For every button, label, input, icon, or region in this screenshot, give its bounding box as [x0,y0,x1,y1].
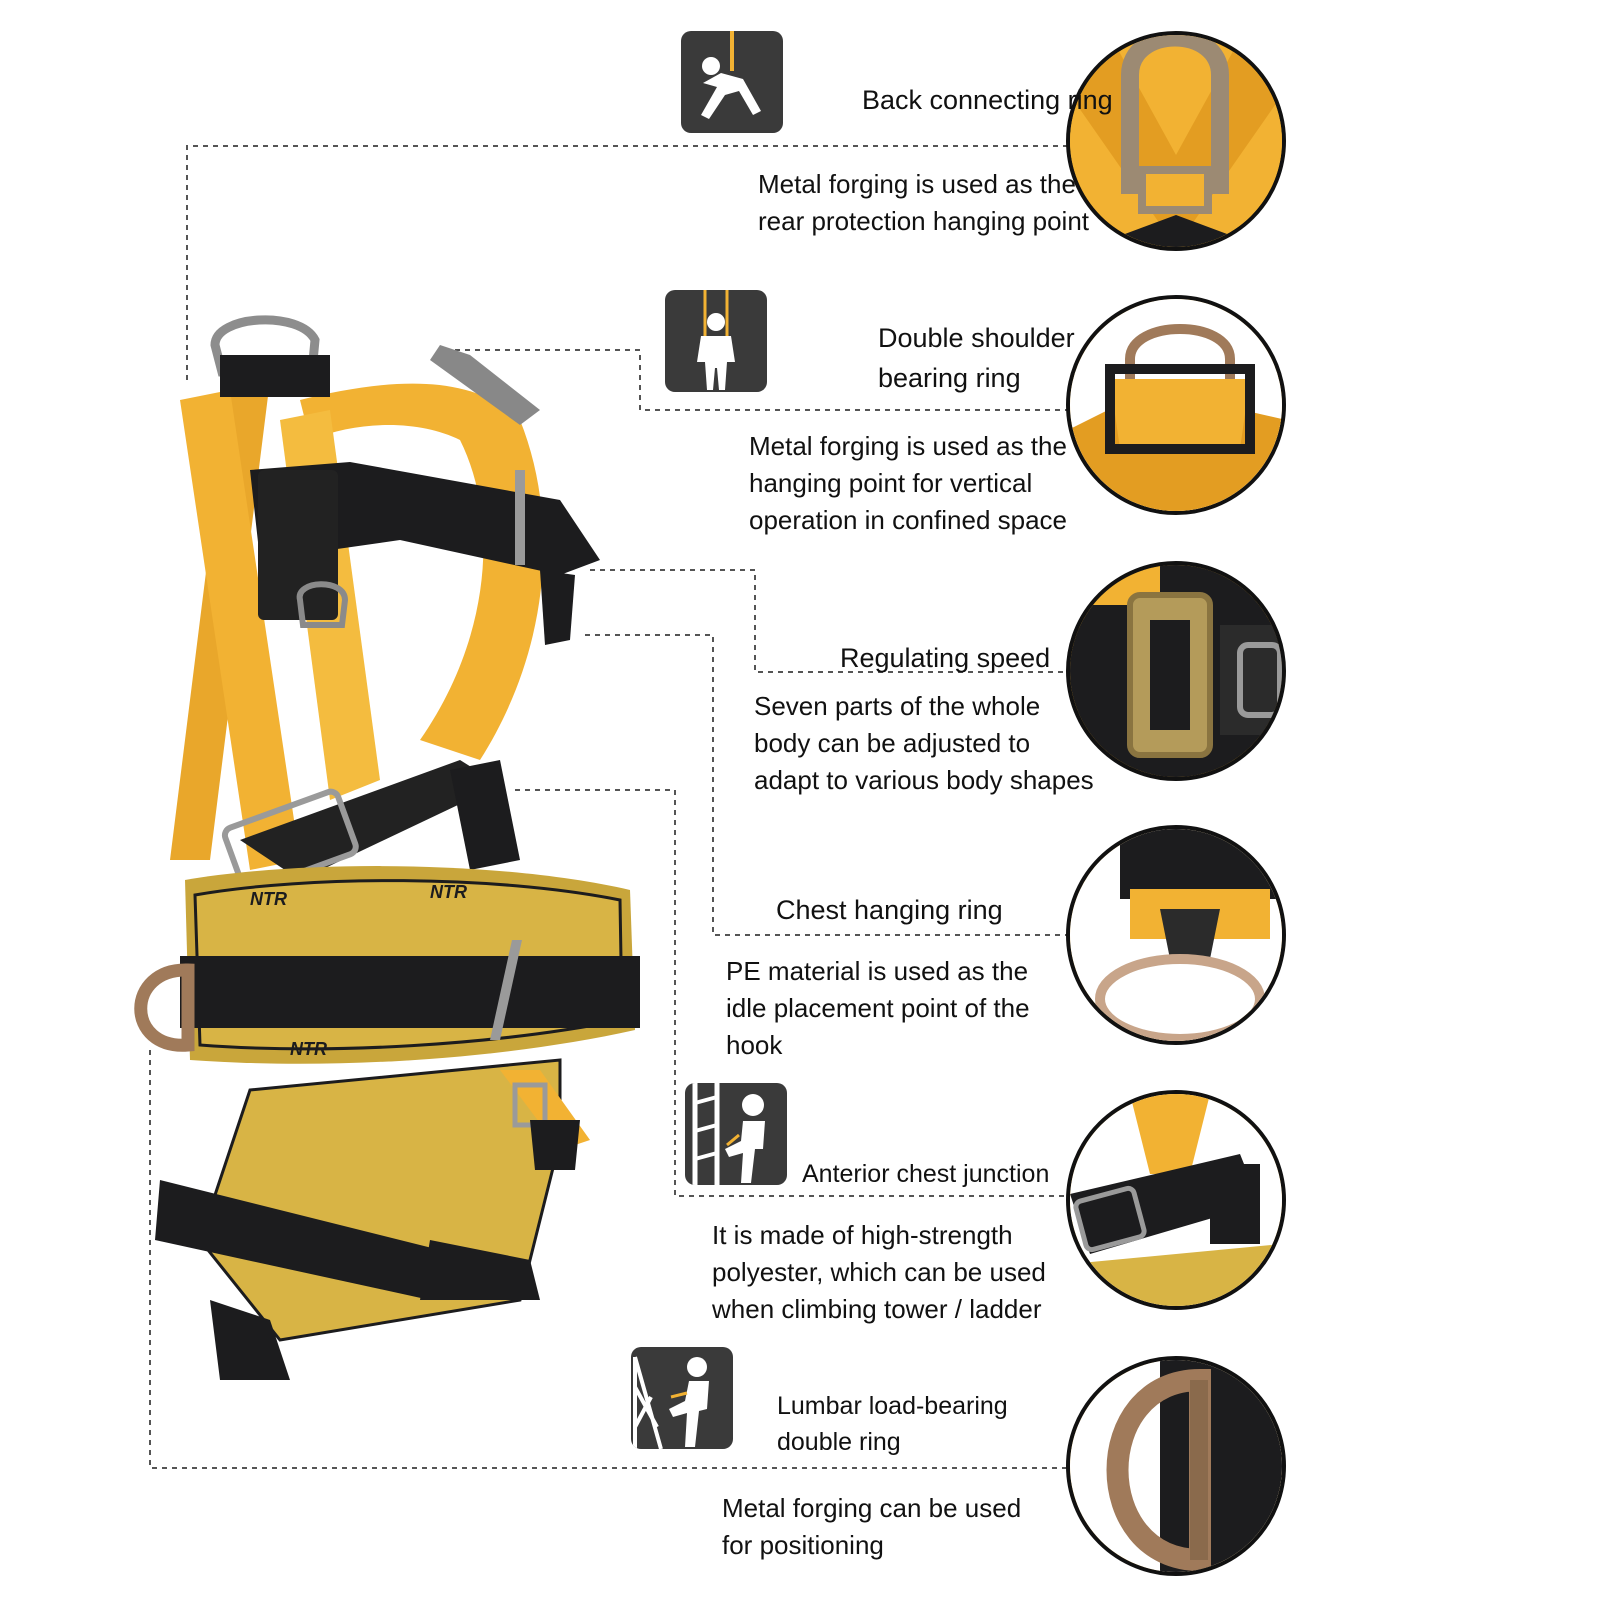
feature-description-shoulder-ring: Metal forging is used as the hanging poi… [749,431,1068,535]
lumbar-ring-closeup [1066,1356,1286,1576]
feature-title-regulating-speed: Regulating speed [840,643,1051,673]
shoulder-ring-closeup [1066,295,1286,515]
leader-line-back-ring [186,145,1080,380]
feature-description-lumbar-ring: Metal forging can be used for positionin… [722,1493,1022,1560]
leader-line-chest-ring [585,634,1080,936]
leader-line-chest-junction [515,789,1080,1197]
chest-ring-closeup [1066,825,1286,1045]
feature-description-regulating-speed: Seven parts of the whole body can be adj… [754,691,1094,795]
feature-title-back-ring: Back connecting ring [862,85,1113,115]
leader-line-regulating-speed [590,569,1080,673]
back-ring-closeup [1066,31,1286,251]
feature-description-chest-ring: PE material is used as the idle placemen… [726,956,1030,1060]
belt-brand-text: NTR [290,1039,327,1059]
person-suspended-icon [665,290,767,392]
person-falling-rope-icon [681,31,783,133]
feature-title-shoulder-ring: Double shoulder bearing ring [878,323,1075,393]
belt-brand-text: NTR [430,882,467,902]
buckle-closeup [1066,561,1286,781]
belt-brand-text: NTR [250,889,287,909]
leader-lines [149,145,1080,1469]
leader-line-shoulder-ring [445,349,1080,411]
harness-body [134,315,640,1380]
feature-title-chest-ring: Chest hanging ring [776,895,1003,925]
feature-title-lumbar-ring: Lumbar load-bearing double ring [777,1392,1008,1456]
feature-title-chest-junction: Anterior chest junction [802,1160,1050,1188]
feature-description-back-ring: Metal forging is used as the rear protec… [758,169,1090,236]
person-climbing-ladder-icon [685,1083,787,1185]
person-climbing-tower-icon [631,1347,733,1449]
feature-description-chest-junction: It is made of high-strength polyester, w… [712,1220,1046,1324]
chest-junction-closeup [1066,1090,1286,1310]
